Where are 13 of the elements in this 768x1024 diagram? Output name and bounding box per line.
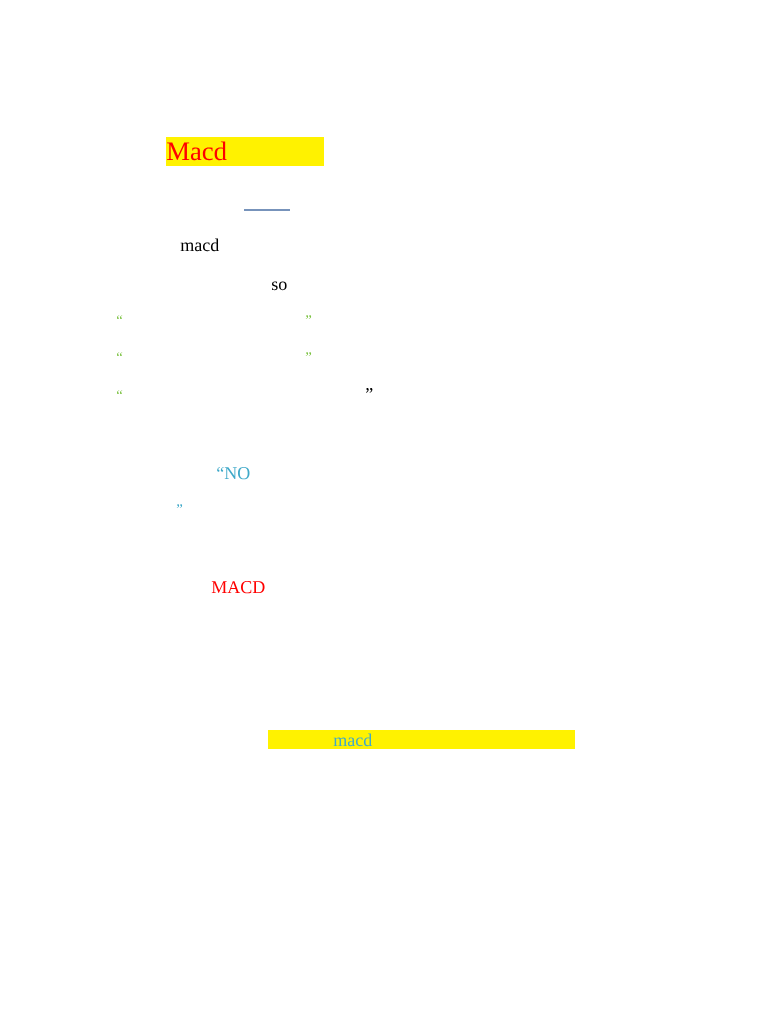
text-fragment: so xyxy=(272,281,287,291)
text-fragment: “NO xyxy=(217,467,250,480)
text-fragment: MACD xyxy=(211,581,265,594)
quote-mark: “ xyxy=(117,315,123,319)
highlighted-heading: Macd xyxy=(166,137,324,166)
highlighted-text: macd xyxy=(268,730,575,749)
quote-mark: “ xyxy=(117,352,123,356)
quote-mark: ” xyxy=(176,504,183,509)
text-fragment: macd xyxy=(180,238,220,252)
quote-mark: ” xyxy=(366,388,373,393)
quote-mark: ” xyxy=(305,315,312,319)
quote-mark: ” xyxy=(305,352,312,356)
quote-mark: “ xyxy=(117,390,123,394)
